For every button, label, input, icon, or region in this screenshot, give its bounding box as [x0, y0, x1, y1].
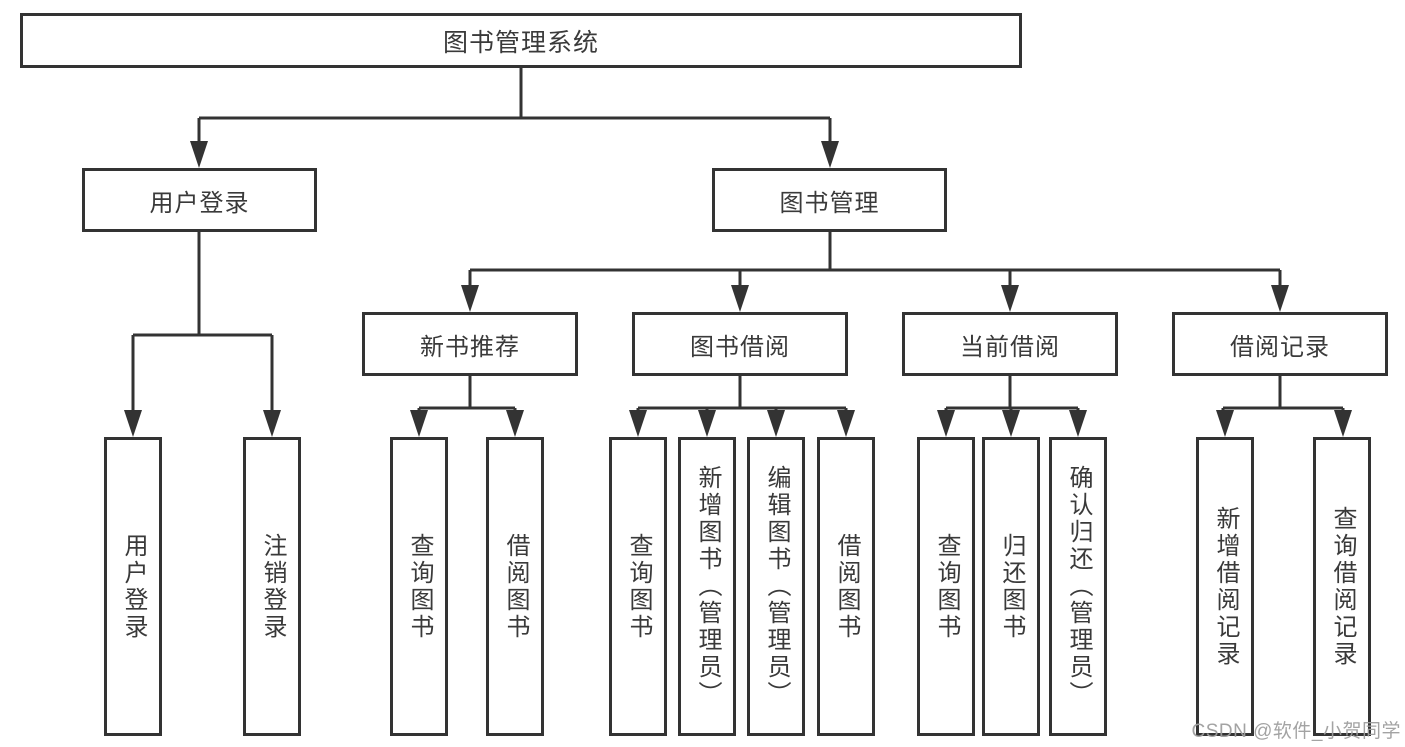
- leaf-label: 新增图书（管理员）: [694, 465, 721, 708]
- leaf-label: 归还图书: [998, 532, 1025, 641]
- node-return-books: 归还图书: [982, 437, 1040, 736]
- node-book-management: 图书管理: [712, 168, 947, 232]
- leaf-label: 借阅图书: [833, 532, 860, 641]
- leaf-label: 查询图书: [625, 532, 652, 641]
- leaf-label: 用户登录: [120, 532, 147, 641]
- node-book-borrow: 图书借阅: [632, 312, 848, 376]
- node-confirm-return-admin: 确认归还（管理员）: [1049, 437, 1107, 736]
- leaf-label: 借阅图书: [502, 532, 529, 641]
- node-borrow-books-recommend: 借阅图书: [486, 437, 544, 736]
- node-edit-books-admin: 编辑图书（管理员）: [747, 437, 805, 736]
- node-new-book-recommend: 新书推荐: [362, 312, 578, 376]
- leaf-label: 确认归还（管理员）: [1065, 465, 1092, 708]
- leaf-label: 查询借阅记录: [1329, 505, 1356, 668]
- leaf-label: 注销登录: [259, 532, 286, 641]
- node-current-borrow: 当前借阅: [902, 312, 1118, 376]
- node-query-books-borrow: 查询图书: [609, 437, 667, 736]
- node-query-books-recommend: 查询图书: [390, 437, 448, 736]
- leaf-label: 编辑图书（管理员）: [763, 465, 790, 708]
- node-add-borrow-record: 新增借阅记录: [1196, 437, 1254, 736]
- node-add-books-admin: 新增图书（管理员）: [678, 437, 736, 736]
- node-logout-action: 注销登录: [243, 437, 301, 736]
- node-user-login: 用户登录: [82, 168, 317, 232]
- leaf-label: 新增借阅记录: [1212, 505, 1239, 668]
- node-user-login-action: 用户登录: [104, 437, 162, 736]
- node-borrow-books: 借阅图书: [817, 437, 875, 736]
- node-borrow-records: 借阅记录: [1172, 312, 1388, 376]
- node-root-system: 图书管理系统: [20, 13, 1022, 68]
- node-query-borrow-record: 查询借阅记录: [1313, 437, 1371, 736]
- csdn-watermark: CSDN @软件_小贺同学: [1191, 721, 1401, 742]
- leaf-label: 查询图书: [933, 532, 960, 641]
- leaf-label: 查询图书: [406, 532, 433, 641]
- node-query-books-current: 查询图书: [917, 437, 975, 736]
